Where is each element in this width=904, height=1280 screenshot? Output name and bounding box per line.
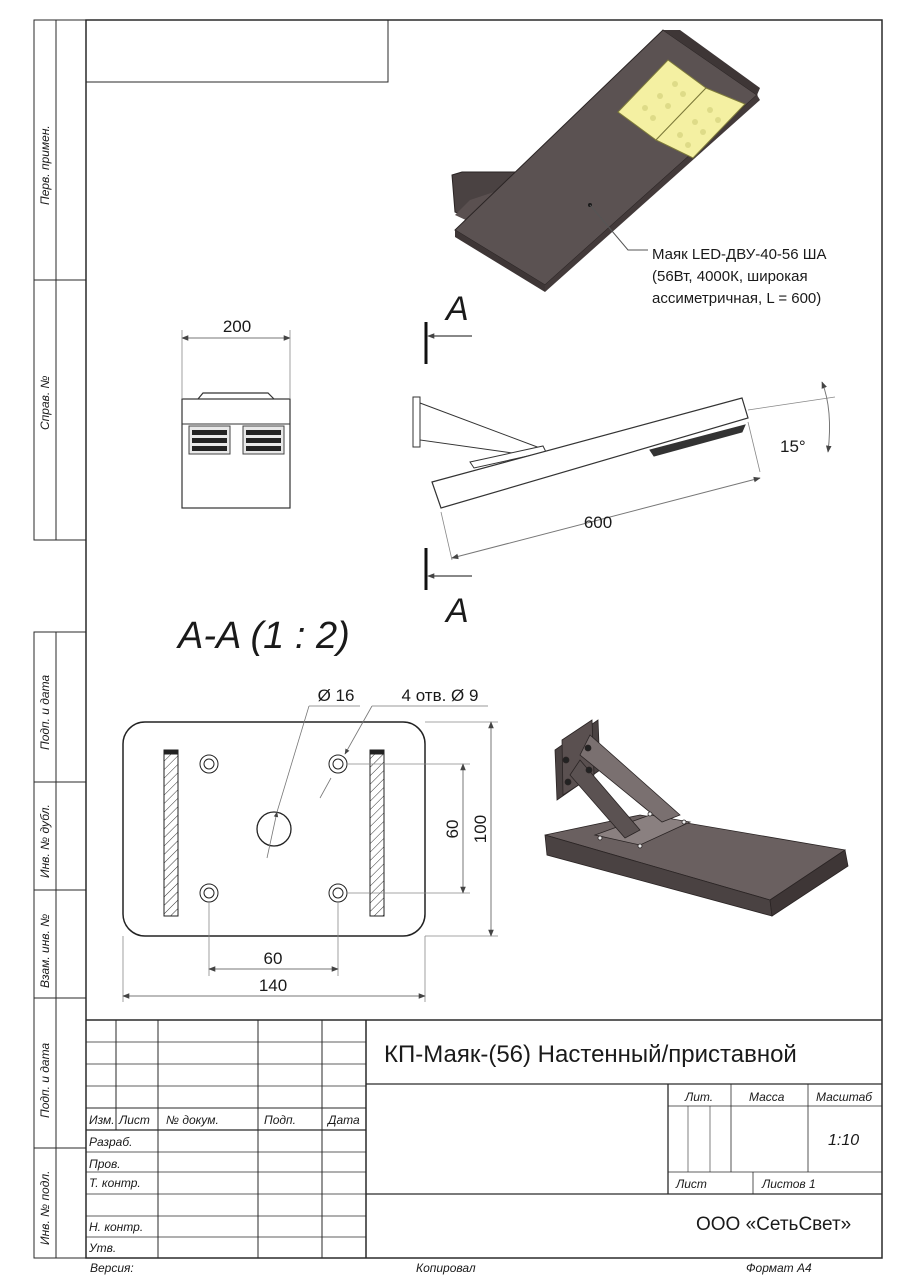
col-nodokum: № докум. [166,1113,219,1127]
stamp-vzam-inv: Взам. инв. № [38,914,52,988]
title-block [86,1019,882,1258]
dim-angle: 15° [780,437,806,456]
side-stamp-labels: Перв. примен. Справ. № Подп. и дата Инв.… [38,125,52,1245]
title-block-text: КП-Маяк-(56) Настенный/приставной Изм. Л… [88,1041,873,1255]
row-prov: Пров. [89,1157,121,1171]
stamp-perv-primen: Перв. примен. [38,125,52,205]
side-stamp [33,19,87,1259]
luminaire-iso-view [451,29,760,292]
sheet-footer: Версия: Копировал Формат А4 [90,1261,812,1275]
mounting-plate [122,705,498,1002]
dim-front-width: 200 [223,317,251,336]
dim-bore: Ø 16 [318,686,355,705]
section-marker-bottom: A [444,592,469,630]
col-izm: Изм. [89,1113,115,1127]
callout-line-1: Маяк LED-ДВУ-40-56 ША [652,246,827,263]
col-list: Лист [118,1113,150,1127]
row-razrab: Разраб. [89,1135,132,1149]
scale-value: 1:10 [828,1132,859,1149]
dim-hole-spacing-y: 60 [443,820,462,839]
label-massa: Масса [749,1090,785,1104]
col-podp: Подп. [264,1113,296,1127]
footer-format: Формат А4 [746,1261,812,1275]
dim-length: 600 [584,513,612,532]
company-name: ООО «СетьСвет» [696,1214,851,1235]
dim-hole-spacing-x: 60 [264,949,283,968]
side-view [412,381,836,561]
dim-plate-height: 100 [471,815,490,843]
label-lit: Лит. [684,1090,713,1104]
stamp-inv-podl: Инв. № подл. [38,1171,52,1245]
front-view [181,330,291,509]
callout-line-3: ассиметричная, L = 600) [652,290,821,307]
row-utv: Утв. [88,1241,116,1255]
row-tkontr: Т. контр. [89,1176,141,1190]
stamp-podp-data-2: Подп. и дата [38,1043,52,1118]
section-markers [424,322,472,590]
footer-copied: Копировал [416,1261,476,1275]
stamp-inv-dubl: Инв. № дубл. [38,804,52,878]
stamp-podp-data-1: Подп. и дата [38,675,52,750]
stamp-sprav-no: Справ. № [38,375,52,430]
callout-line-2: (56Вт, 4000К, широкая [652,268,808,285]
dim-holes: 4 отв. Ø 9 [402,686,479,705]
dim-plate-width: 140 [259,976,287,995]
section-marker-top: A [444,290,469,328]
label-masshtab: Масштаб [816,1090,873,1104]
footer-version: Версия: [90,1261,134,1275]
row-nkontr: Н. контр. [89,1220,143,1234]
label-sheets: Листов 1 [761,1177,816,1191]
luminaire-callout: Маяк LED-ДВУ-40-56 ША (56Вт, 4000К, широ… [652,246,827,307]
doc-title: КП-Маяк-(56) Настенный/приставной [384,1041,797,1068]
bracket-iso-view [544,719,849,917]
section-title: A-A (1 : 2) [176,615,350,657]
label-sheet: Лист [675,1177,707,1191]
col-data: Дата [326,1113,360,1127]
